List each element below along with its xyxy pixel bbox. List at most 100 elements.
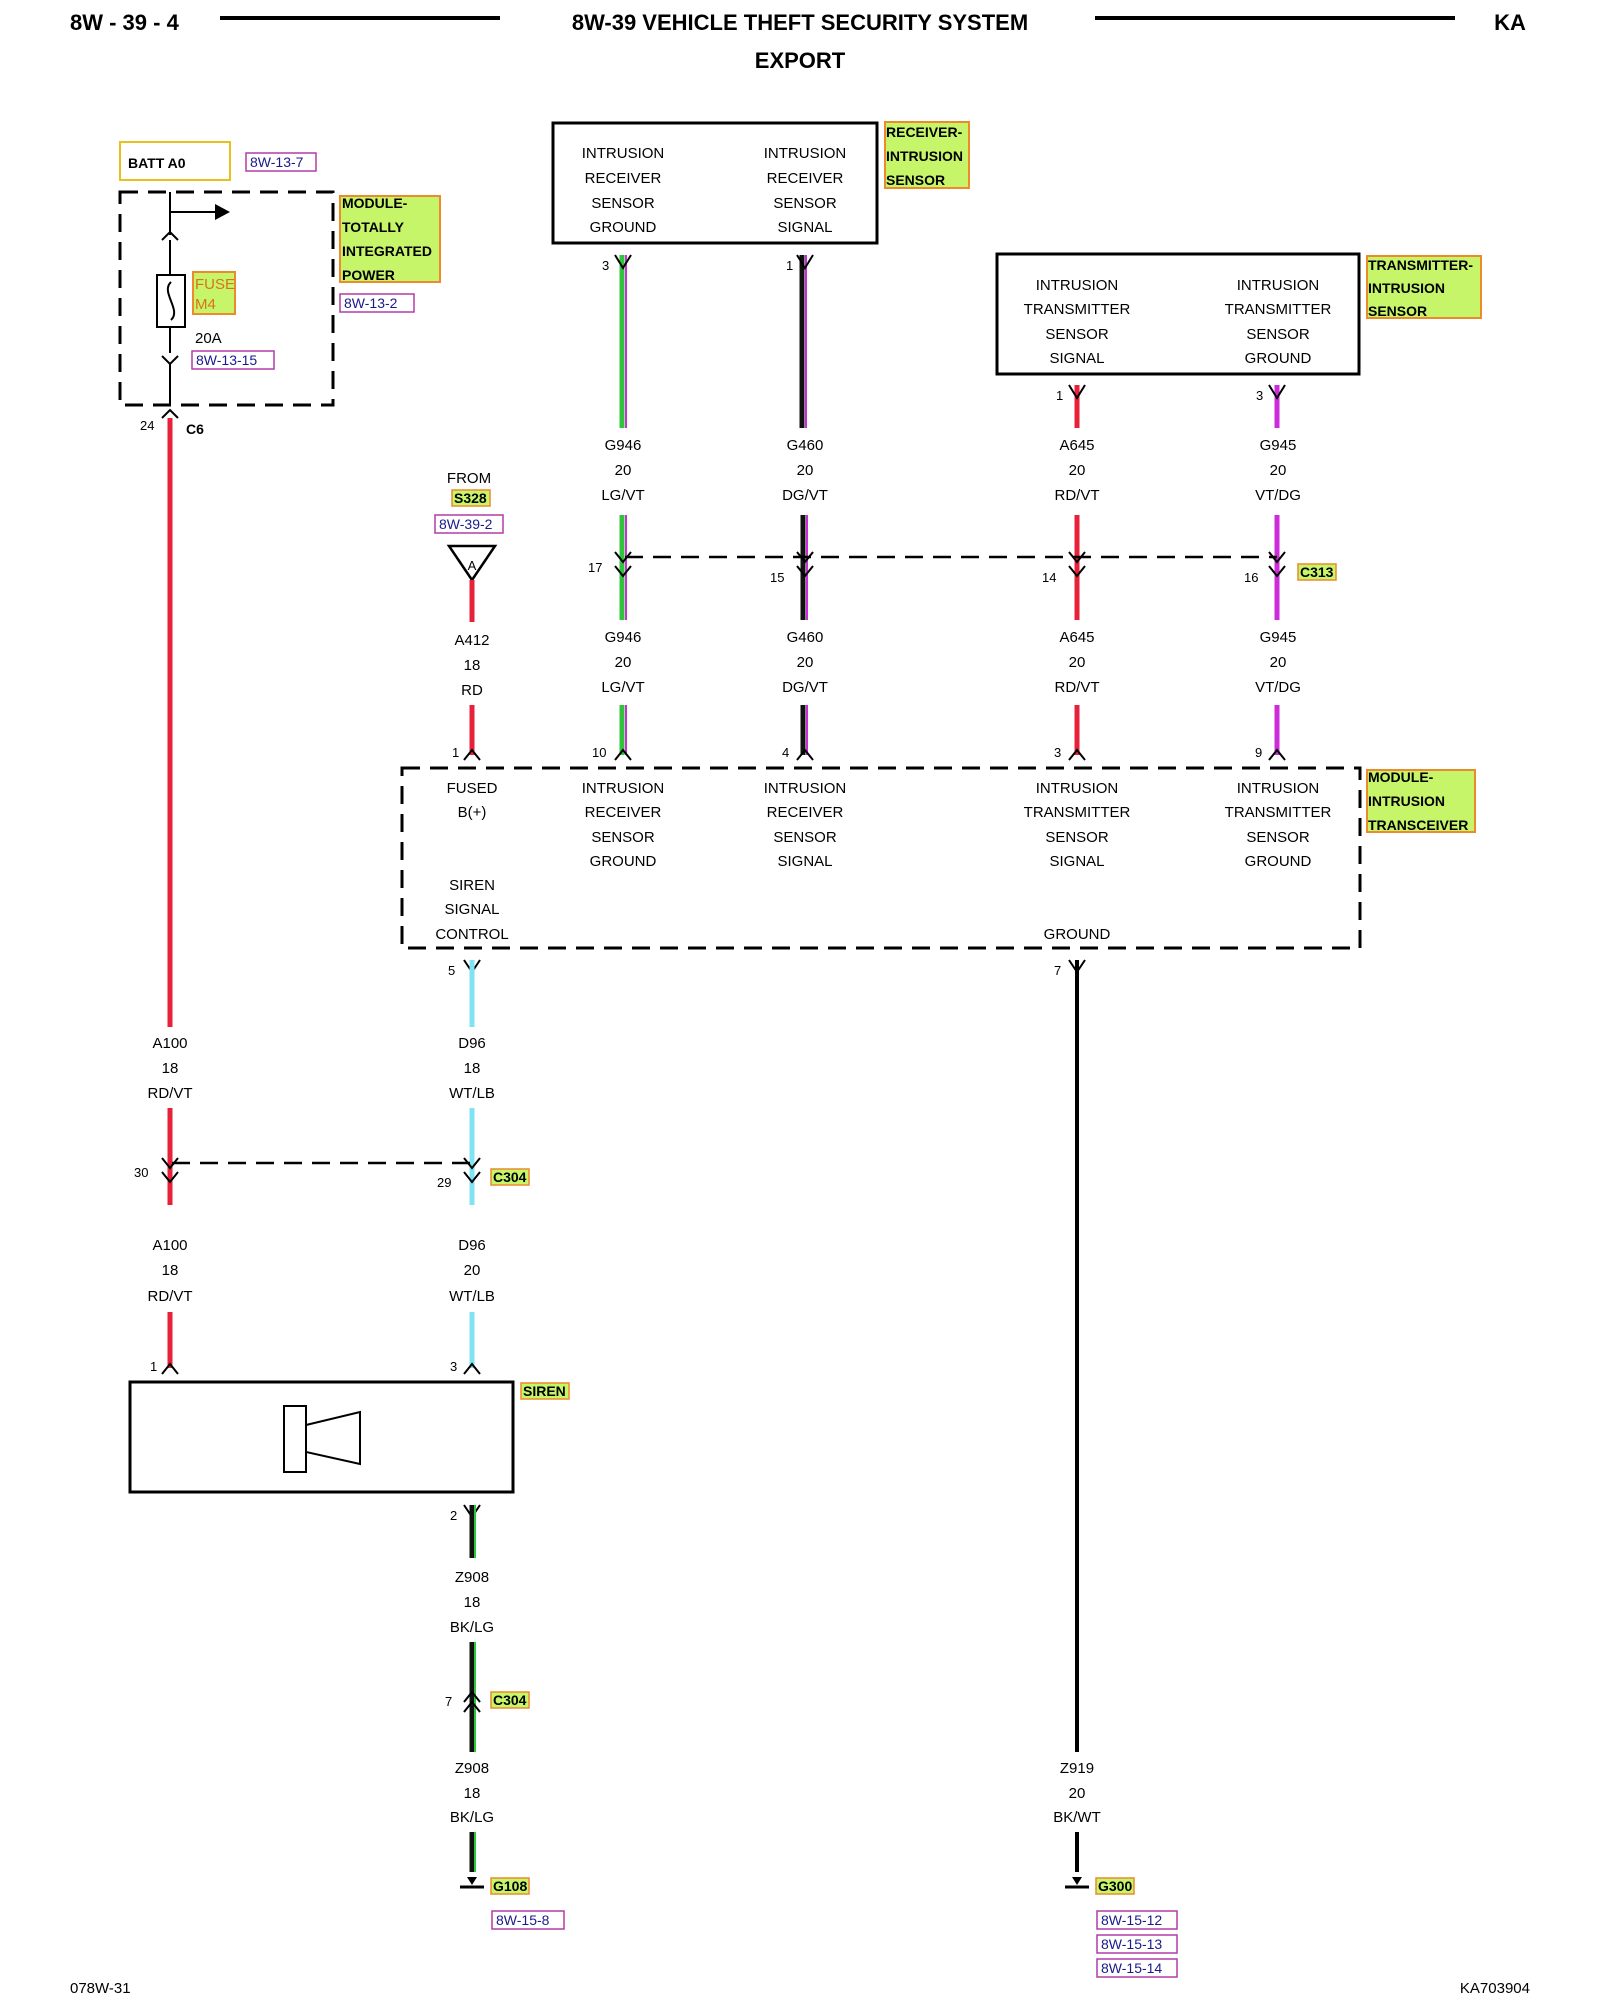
c313-upper-gauge-2: 20 [797,462,814,479]
tipm-label-box [339,195,441,283]
batt-ref[interactable]: 8W-13-7 [250,154,304,170]
receiver-col1: INTRUSION RECEIVER SENSOR GROUND [582,145,665,236]
g108-label: G108 [493,1878,527,1894]
a100-upper-gauge: 18 [162,1060,179,1077]
a412-color: RD [461,682,483,699]
s328-ref-box[interactable] [434,514,504,534]
transceiver-pin-9: 9 [1255,745,1262,760]
c313-lower-color-4: VT/DG [1255,679,1301,696]
d96-upper-gauge: 18 [464,1060,481,1077]
c313-chevron-4-icon [1268,551,1286,564]
transmitter-pin-2: 3 [1256,388,1263,403]
transceiver-txgnd-1: INTRUSION [1237,780,1320,797]
c313-lower-gauge-3: 20 [1069,654,1086,671]
transceiver-siren-1: SIREN [449,877,495,894]
receiver-col1-4: GROUND [590,219,657,236]
footer-left: 078W-31 [70,1980,131,1997]
s328-label-box [451,489,491,507]
transceiver-txgnd-3: SENSOR [1246,829,1310,846]
footer-right: KA703904 [1460,1980,1530,1997]
page-subtitle: EXPORT [755,48,846,73]
fuse-ref[interactable]: 8W-13-15 [196,352,257,368]
c313-lower-code-3: A645 [1059,629,1094,646]
fuse-label-1: FUSE [195,276,235,293]
tipm-ref[interactable]: 8W-13-2 [344,295,398,311]
c6-chevron-icon [161,408,179,419]
c313-upper-gauge-3: 20 [1069,462,1086,479]
receiver-label-1: RECEIVER- [886,124,963,140]
c304-lower-label-box [490,1691,530,1709]
transceiver-rxgnd-1: INTRUSION [582,780,665,797]
c304-upper-label: C304 [493,1169,527,1185]
fuse-ref-box[interactable] [191,350,275,370]
transmitter-col2-4: GROUND [1245,350,1312,367]
transceiver-txgnd-4: GROUND [1245,853,1312,870]
c304-chevron-right-icon [463,1157,481,1170]
c313-upper-color-1: LG/VT [601,487,644,504]
transceiver-pin1-chevron-icon [463,748,481,761]
transmitter-pin1-chevron-icon [1068,384,1086,400]
transceiver-txsig-1: INTRUSION [1036,780,1119,797]
tipm-label-4: POWER [342,267,395,283]
g300-ref-box-2[interactable] [1096,1934,1178,1954]
a100-lower-code: A100 [152,1237,187,1254]
c313-chevron-1b-icon [614,565,632,578]
transmitter-col2-1: INTRUSION [1237,277,1320,294]
d96-upper-code: D96 [458,1035,486,1052]
transmitter-col2-3: SENSOR [1246,326,1310,343]
transmitter-col1-1: INTRUSION [1036,277,1119,294]
g300-ref-2[interactable]: 8W-15-13 [1101,1936,1162,1952]
transceiver-rxsig-4: SIGNAL [777,853,832,870]
transceiver-rxgnd-3: SENSOR [591,829,655,846]
tipm-label-1: MODULE- [342,195,408,211]
c313-lower-gauge-4: 20 [1270,654,1287,671]
s328-ref[interactable]: 8W-39-2 [439,516,493,532]
c304-upper-label-box [490,1168,530,1186]
c313-lower-color-3: RD/VT [1055,679,1100,696]
c313-chevron-3-icon [1068,551,1086,564]
c313-chevron-2b-icon [796,565,814,578]
transceiver-pin-1: 1 [452,745,459,760]
g108-ref-box[interactable] [491,1910,565,1930]
transceiver-rxsig-2: RECEIVER [767,804,844,821]
g300-ref-box-1[interactable] [1096,1910,1178,1930]
c304-chevron-left-b-icon [161,1171,179,1184]
c6-pin: 24 [140,418,154,433]
transmitter-label-box [1366,255,1482,319]
z908-upper-color: BK/LG [450,1619,494,1636]
transceiver-pin-3: 3 [1054,745,1061,760]
transceiver-pin10-chevron-icon [614,748,632,761]
c304-chevron-right-b-icon [463,1171,481,1184]
receiver-pin-1: 3 [602,258,609,273]
tipm-ref-box[interactable] [339,293,415,313]
receiver-col2-4: SIGNAL [777,219,832,236]
c313-chevron-2-icon [796,551,814,564]
page-title: 8W-39 VEHICLE THEFT SECURITY SYSTEM [572,10,1028,35]
transceiver-rxgnd-2: RECEIVER [585,804,662,821]
receiver-col2: INTRUSION RECEIVER SENSOR SIGNAL [764,145,847,236]
transceiver-label-1: MODULE- [1368,769,1434,785]
a100-lower-color: RD/VT [148,1288,193,1305]
transmitter-col1-4: SIGNAL [1049,350,1104,367]
splice-letter: A [468,558,477,573]
tipm-label-2: TOTALLY [342,219,405,235]
c313-upper-code-4: G945 [1260,437,1297,454]
g300-ref-1[interactable]: 8W-15-12 [1101,1912,1162,1928]
c304-lower-label: C304 [493,1692,527,1708]
g108-ref[interactable]: 8W-15-8 [496,1912,550,1928]
receiver-col1-2: RECEIVER [585,170,662,187]
splice-triangle-icon [446,544,498,583]
g300-ref-3[interactable]: 8W-15-14 [1101,1960,1162,1976]
c304-lower-chevron-b-icon [463,1700,481,1713]
z919-gauge: 20 [1069,1785,1086,1802]
tipm-dashed-box [118,190,335,407]
g300-ref-box-3[interactable] [1096,1958,1178,1978]
transceiver-txgnd-2: TRANSMITTER [1225,804,1332,821]
siren-pin3-chevron-icon [463,1362,481,1375]
batt-ref-box[interactable] [245,152,317,172]
transceiver-dashed-box [400,766,1362,950]
transceiver-txsig-3: SENSOR [1045,829,1109,846]
c313-lower-color-1: LG/VT [601,679,644,696]
c313-upper-code-1: G946 [605,437,642,454]
